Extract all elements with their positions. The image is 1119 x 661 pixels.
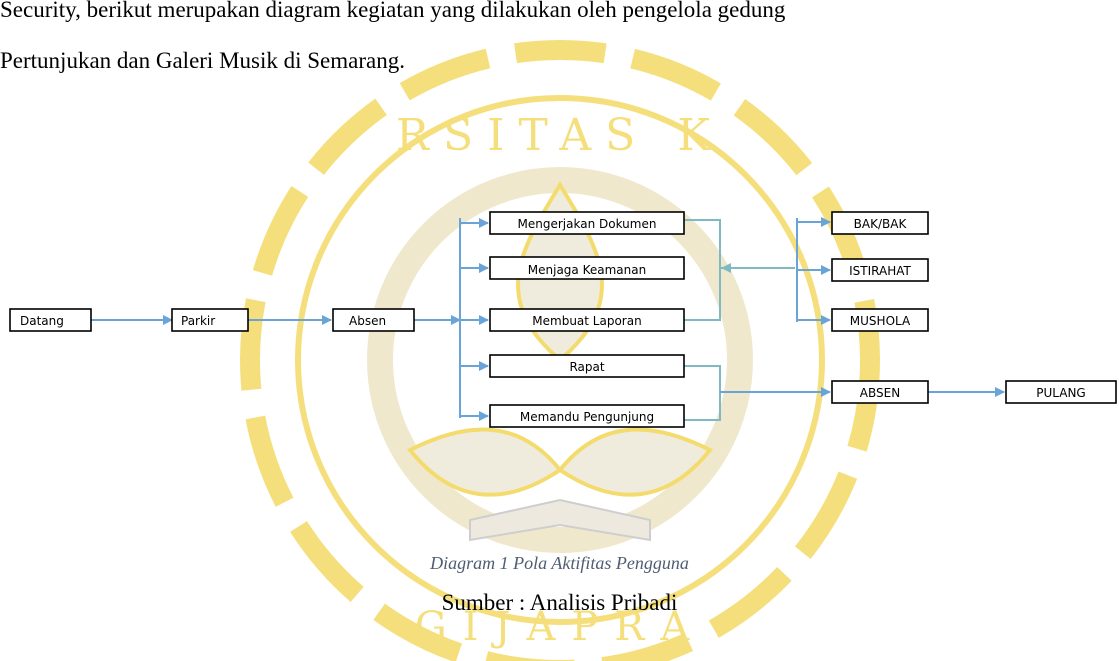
node-absen: Absen: [332, 308, 415, 332]
activity-box-1: Mengerjakan Dokumen: [489, 211, 685, 235]
activity-label-2: Menjaga Keamanan: [528, 263, 646, 277]
node-datang: Datang: [9, 308, 92, 332]
node-mushola-label: MUSHOLA: [850, 314, 911, 328]
node-absen-label: Absen: [349, 314, 386, 328]
node-pulang: PULANG: [1005, 380, 1117, 404]
activity-box-3: Membuat Laporan: [489, 308, 685, 332]
university-seal-watermark: RSITAS K GIJAPRA: [240, 40, 880, 661]
activity-box-5: Memandu Pengunjung: [489, 404, 685, 428]
node-mushola: MUSHOLA: [831, 308, 929, 332]
node-datang-label: Datang: [20, 314, 64, 328]
svg-text:GIJAPRA: GIJAPRA: [415, 604, 706, 650]
node-absen-out: ABSEN: [831, 380, 929, 404]
activity-box-2: Menjaga Keamanan: [489, 256, 685, 280]
node-bak-label: BAK/BAK: [854, 217, 908, 231]
node-istirahat: ISTIRAHAT: [831, 258, 929, 282]
figure-caption: Diagram 1 Pola Aktifitas Pengguna: [430, 553, 689, 573]
paragraph-line-1: Security, berikut merupakan diagram kegi…: [0, 0, 786, 22]
figure-source: Sumber : Analisis Pribadi: [441, 590, 678, 615]
activity-label-5: Memandu Pengunjung: [520, 410, 654, 424]
activity-label-3: Membuat Laporan: [532, 314, 641, 328]
node-parkir-label: Parkir: [181, 314, 215, 328]
activity-label-4: Rapat: [569, 360, 604, 374]
node-parkir: Parkir: [171, 308, 249, 332]
connector-activities-to-checkout: [684, 365, 721, 421]
node-istirahat-label: ISTIRAHAT: [849, 264, 911, 278]
paragraph-line-2: Pertunjukan dan Galeri Musik di Semarang…: [0, 48, 405, 73]
activity-box-4: Rapat: [489, 354, 685, 378]
node-absen-out-label: ABSEN: [860, 386, 900, 400]
connector-activities-to-break: [684, 219, 721, 321]
activity-label-1: Mengerjakan Dokumen: [518, 217, 657, 231]
node-pulang-label: PULANG: [1036, 386, 1085, 400]
node-bak: BAK/BAK: [831, 211, 929, 235]
svg-text:RSITAS K: RSITAS K: [396, 110, 724, 161]
diagram-connectors: [91, 217, 1005, 421]
